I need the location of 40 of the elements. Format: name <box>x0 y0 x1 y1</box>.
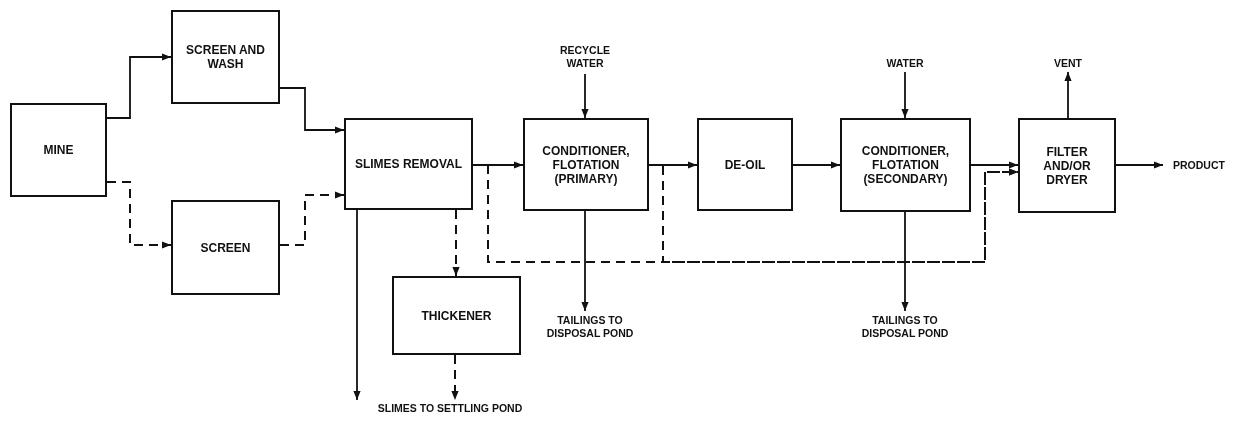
process-label: CONDITIONER, FLOTATION (SECONDARY) <box>860 144 951 186</box>
process-box <box>1018 118 1116 213</box>
flow-arrow <box>792 161 841 169</box>
flow-arrow <box>901 71 909 119</box>
process-label: SCREEN <box>199 240 252 255</box>
flow-arrow <box>452 209 460 277</box>
flow-arrow <box>1115 161 1164 169</box>
process-label: SCREEN AND WASH <box>185 43 266 71</box>
flow-arrow <box>353 209 361 401</box>
process-box <box>10 103 107 197</box>
stream-label: TAILINGS TO DISPOSAL POND <box>535 311 645 343</box>
process-box <box>171 200 280 295</box>
process-box <box>344 118 473 210</box>
flow-arrow <box>581 210 589 312</box>
stream-label: WATER <box>875 55 935 72</box>
process-label: SLIMES REMOVAL <box>353 157 464 171</box>
stream-label: PRODUCT <box>1163 157 1235 174</box>
stream-label: VENT <box>1043 55 1093 72</box>
flow-arrow <box>1064 71 1072 119</box>
process-label: CONDITIONER, FLOTATION (PRIMARY) <box>541 143 631 186</box>
process-box <box>171 10 280 104</box>
process-box <box>840 118 971 212</box>
flow-arrow <box>901 211 909 312</box>
stream-label: SLIMES TO SETTLING POND <box>335 400 565 417</box>
flow-arrow <box>451 354 459 401</box>
stream-label: RECYCLE WATER <box>545 40 625 74</box>
flow-arrow <box>279 191 345 246</box>
process-box <box>697 118 793 211</box>
flow-arrow <box>581 73 589 119</box>
process-label: MINE <box>42 143 75 157</box>
process-label: DE-OIL <box>723 157 767 172</box>
process-label: FILTER AND/OR DRYER <box>1042 144 1092 187</box>
process-box <box>392 276 521 355</box>
flow-arrow <box>279 87 345 134</box>
flow-arrow <box>106 181 172 249</box>
stream-label: TAILINGS TO DISPOSAL POND <box>850 311 960 343</box>
flow-arrow <box>970 161 1019 169</box>
process-box <box>523 118 649 211</box>
flow-arrow <box>106 53 172 119</box>
process-label: THICKENER <box>420 308 493 323</box>
